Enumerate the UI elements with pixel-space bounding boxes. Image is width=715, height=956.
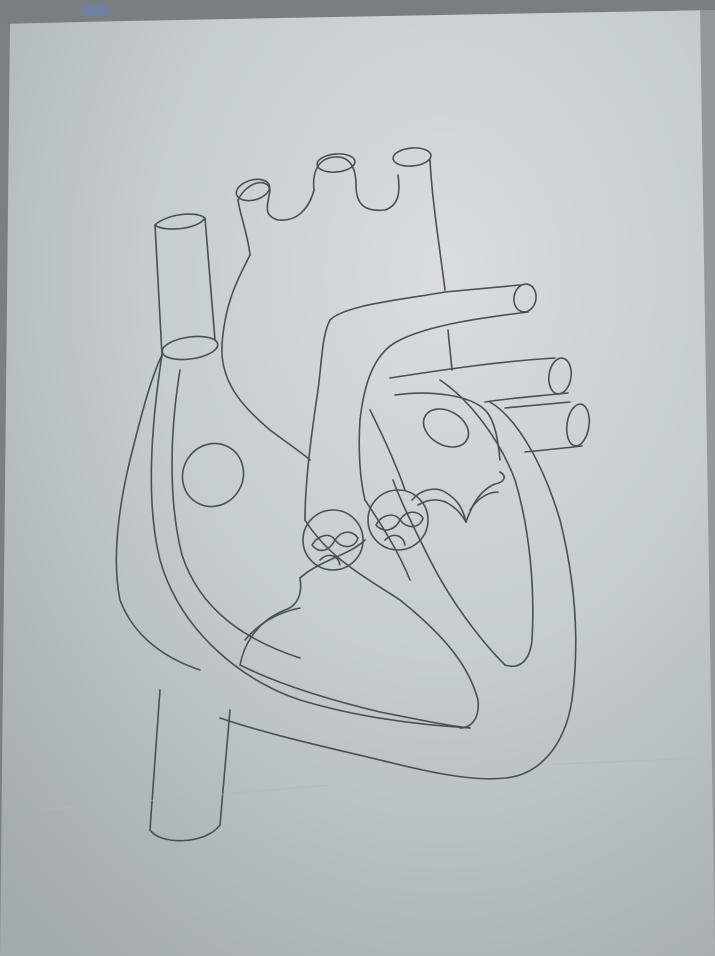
- vignette: [0, 0, 715, 956]
- heart-drawing-photo: [0, 0, 715, 956]
- photo-scene: [0, 0, 715, 956]
